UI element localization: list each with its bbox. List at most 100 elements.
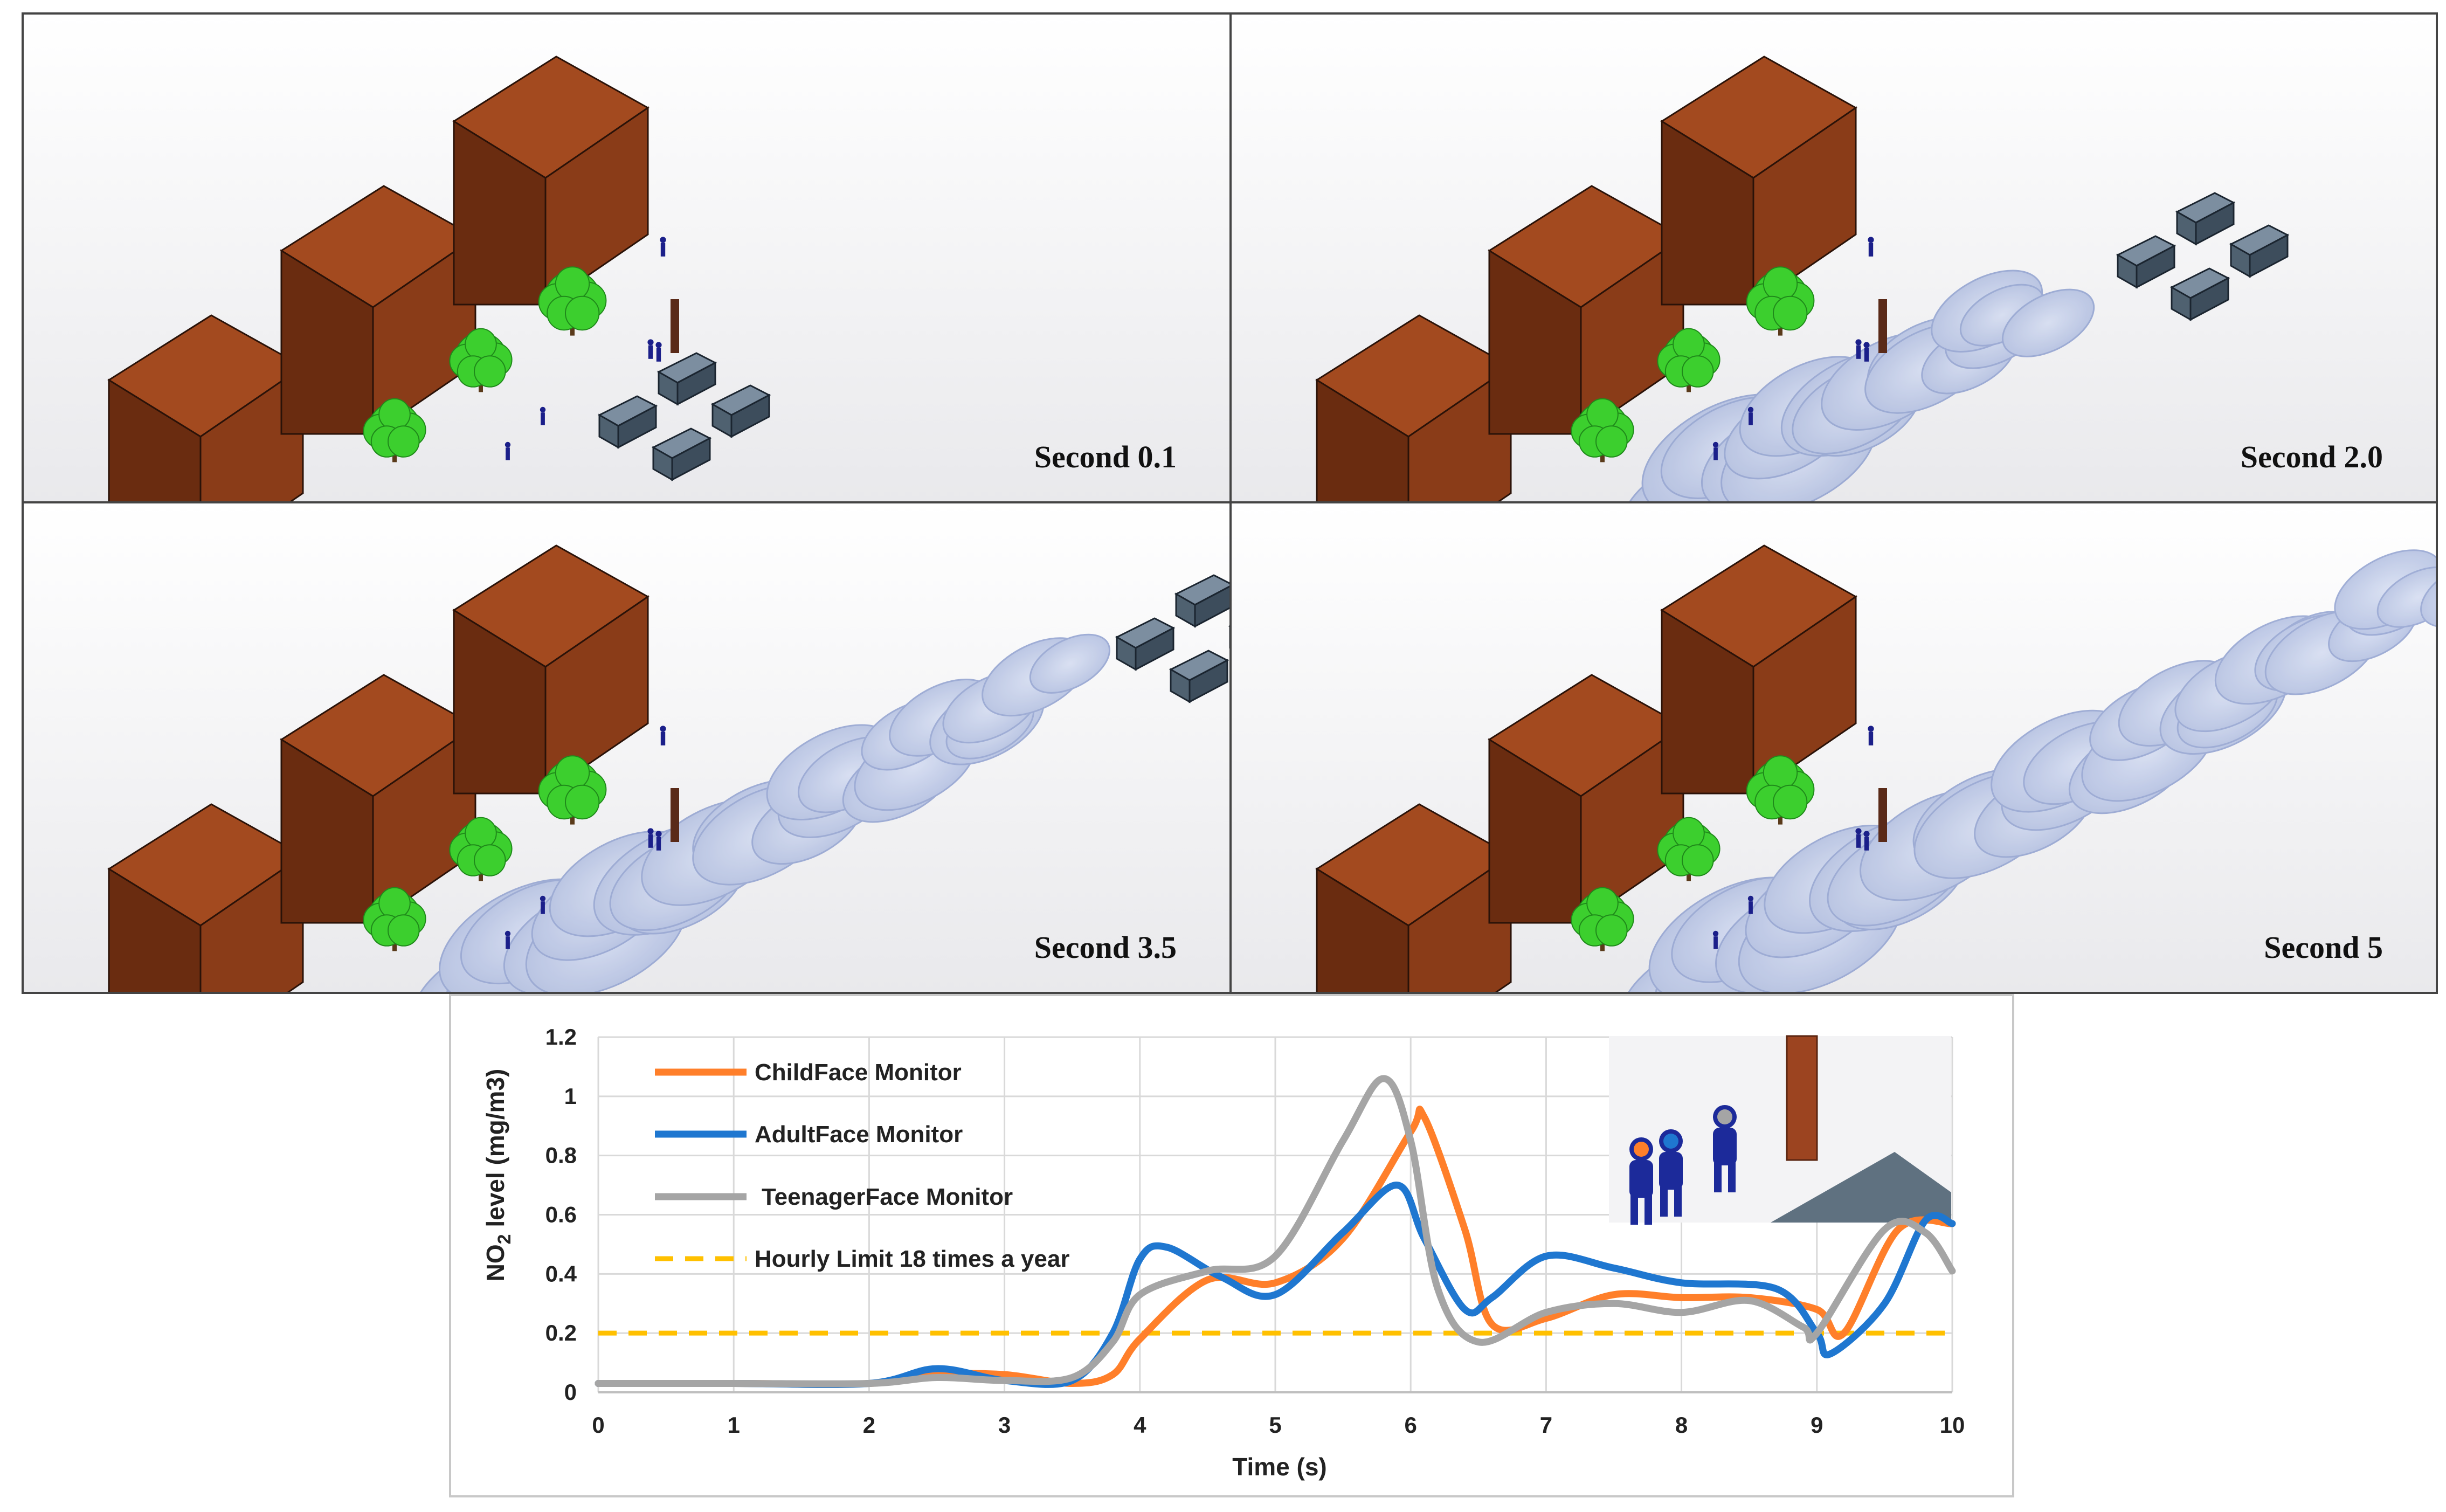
panel-time-label: Second 5 (2264, 930, 2383, 965)
tree (1746, 755, 1815, 825)
x-tick-label: 7 (1540, 1412, 1552, 1438)
pedestrian (1868, 237, 1874, 257)
pedestrian (505, 441, 511, 460)
house (280, 185, 477, 436)
pole (1878, 788, 1887, 842)
tree (363, 398, 426, 462)
truck (710, 384, 771, 438)
tree (538, 755, 607, 825)
pedestrian (1747, 406, 1754, 425)
simulation-panel: Second 2.0 (1229, 12, 2438, 503)
truck (2229, 224, 2290, 278)
legend-label: ChildFace Monitor (755, 1059, 962, 1086)
x-tick-label: 10 (1940, 1412, 1965, 1438)
house (452, 544, 649, 795)
pedestrian (1863, 831, 1870, 851)
legend-entry: AdultFace Monitor (655, 1121, 963, 1148)
y-tick-label: 0.4 (545, 1261, 577, 1286)
x-axis-title: Time (s) (1232, 1453, 1327, 1481)
house (1660, 544, 1857, 795)
legend-entry: TeenagerFace Monitor (655, 1184, 1013, 1210)
pedestrian (660, 726, 666, 745)
legend-label: Hourly Limit 18 times a year (755, 1246, 1069, 1272)
tree (538, 266, 607, 336)
pedestrian (1712, 441, 1719, 460)
simulation-panel: Second 3.5 (22, 501, 1232, 994)
panel-time-label: Second 2.0 (2241, 439, 2383, 474)
monitor-inset-scene (1609, 1035, 1951, 1225)
pedestrian (660, 237, 666, 257)
x-tick-label: 1 (728, 1412, 740, 1438)
house (452, 56, 649, 306)
pedestrian (1747, 895, 1754, 914)
legend-label: AdultFace Monitor (755, 1121, 963, 1148)
pedestrian (647, 828, 654, 848)
house (1488, 674, 1685, 924)
x-tick-label: 8 (1675, 1412, 1688, 1438)
truck (1115, 617, 1176, 671)
truck (2175, 192, 2236, 246)
panel-time-label: Second 3.5 (1034, 930, 1177, 965)
legend-entry: Hourly Limit 18 times a year (655, 1246, 1069, 1272)
house (1315, 803, 1512, 993)
tree (1571, 398, 1634, 462)
tree (1746, 266, 1815, 336)
pollution-plume (1619, 270, 2095, 502)
panel-time-label: Second 0.1 (1034, 439, 1177, 474)
y-tick-label: 0.6 (545, 1202, 577, 1227)
tree (449, 328, 513, 392)
truck (1169, 650, 1229, 703)
legend-entry: ChildFace Monitor (655, 1059, 962, 1086)
x-tick-label: 2 (863, 1412, 875, 1438)
truck (597, 395, 658, 449)
inset-roof (1771, 1152, 1951, 1223)
tree (363, 887, 426, 951)
pole (1878, 299, 1887, 353)
y-tick-label: 0.2 (545, 1320, 577, 1345)
tree (1657, 328, 1721, 392)
truck (1174, 574, 1231, 628)
legend-label: TeenagerFace Monitor (762, 1184, 1013, 1210)
pedestrian (1712, 930, 1719, 949)
pollution-plume (411, 633, 1111, 993)
inset-figure (1713, 1105, 1737, 1192)
pedestrian (505, 930, 511, 949)
y-tick-label: 1.2 (545, 1024, 577, 1050)
pedestrian (1863, 342, 1870, 362)
y-tick-label: 1 (564, 1083, 577, 1109)
x-tick-label: 5 (1269, 1412, 1281, 1438)
tree (1657, 817, 1721, 881)
x-tick-label: 0 (592, 1412, 604, 1438)
pedestrian (655, 342, 662, 362)
tree (1571, 887, 1634, 951)
pedestrian (655, 831, 662, 851)
pollution-plume (1619, 549, 2437, 993)
truck (2169, 267, 2230, 321)
tree (449, 817, 513, 881)
house (107, 803, 305, 993)
pedestrian (1855, 339, 1862, 359)
inset-figure (1629, 1137, 1653, 1225)
pedestrian (1868, 726, 1874, 745)
simulation-panel: Second 0.1 (22, 12, 1232, 503)
panel-border (1229, 501, 2438, 994)
series-line-teenagerface-monitor (595, 1075, 1956, 1387)
pedestrian (1855, 828, 1862, 848)
truck (2116, 235, 2176, 289)
pedestrian (540, 895, 546, 914)
pole (671, 299, 679, 353)
y-axis-title: NO2 level (mg/m3) (481, 1069, 515, 1282)
simulation-panel: Second 5 (1229, 501, 2438, 994)
x-tick-label: 3 (998, 1412, 1011, 1438)
pedestrian (647, 339, 654, 359)
chart-series (595, 1075, 1956, 1389)
y-tick-label: 0.8 (545, 1143, 577, 1168)
pole (671, 788, 679, 842)
truck (651, 427, 712, 481)
x-tick-label: 6 (1405, 1412, 1417, 1438)
